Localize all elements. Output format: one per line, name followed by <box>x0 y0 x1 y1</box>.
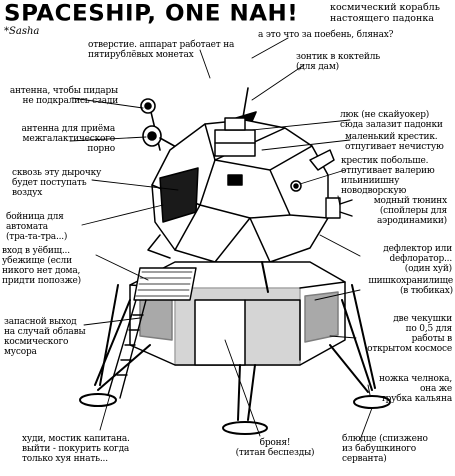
author-signature: *Sasha <box>4 26 40 37</box>
label-hatch: люк (не скайуокер) сюда залазит падонки <box>340 110 443 130</box>
label-shuttle-leg: ножка челнока, она же трубка кальяна <box>378 374 452 404</box>
label-what-is-this: а это что за поебень, блянах? <box>258 30 394 40</box>
label-spare-exit: запасной выход на случай облавы космичес… <box>4 317 86 357</box>
label-air-hole: сквозь эту дырочку будет поступать возду… <box>12 168 102 198</box>
label-entrance: вход в уёбищ... убежище (если никого нет… <box>2 246 81 286</box>
label-cross-big: крестик побольше. отпугивает валерию иль… <box>341 156 435 196</box>
label-loophole: бойница для автомата (тра-та-тра...) <box>6 212 68 242</box>
leader-lines <box>69 37 373 441</box>
label-armor: броня! (титан беспезды) <box>235 438 315 458</box>
label-antenna-rear: антенна, чтобы пидары не подкрались сзад… <box>9 86 118 106</box>
label-umbrella: зонтик в коктейль (для дам) <box>296 52 380 72</box>
label-saucer: блюдце (спизжено из бабушкиного серванта… <box>342 434 428 464</box>
dish-antenna-drawing <box>142 125 179 149</box>
page-title: SPACESHIP, ONE NAH! <box>4 1 299 27</box>
thruster-drawing <box>325 197 353 219</box>
label-captain-bridge: худи, мостик капитана. выйти - покурить … <box>22 434 130 464</box>
label-tuning: модный тюнинх (спойлеры для аэродинамики… <box>373 196 447 226</box>
ascent-stage-drawing <box>147 117 335 263</box>
label-cheques: две чекушки по 0,5 для работы в открытом… <box>367 314 452 354</box>
porch-ladder-drawing <box>107 267 197 399</box>
label-antenna-porn: антенна для приёма межгалактического пор… <box>21 124 115 154</box>
label-deflector: дефлектор или deфлоратор... (один хуй) <box>383 244 452 274</box>
label-bumps: шишкохранилище (в тюбиках) <box>368 276 453 296</box>
label-coin-hole: отверстие. аппарат работает на пятирублё… <box>88 40 235 60</box>
label-small-cross: маленький крестик. отпугивает нечистую <box>345 132 444 152</box>
page-subtitle: космический корабль настоящего падонка <box>330 2 440 24</box>
landing-legs-drawing <box>79 261 391 435</box>
